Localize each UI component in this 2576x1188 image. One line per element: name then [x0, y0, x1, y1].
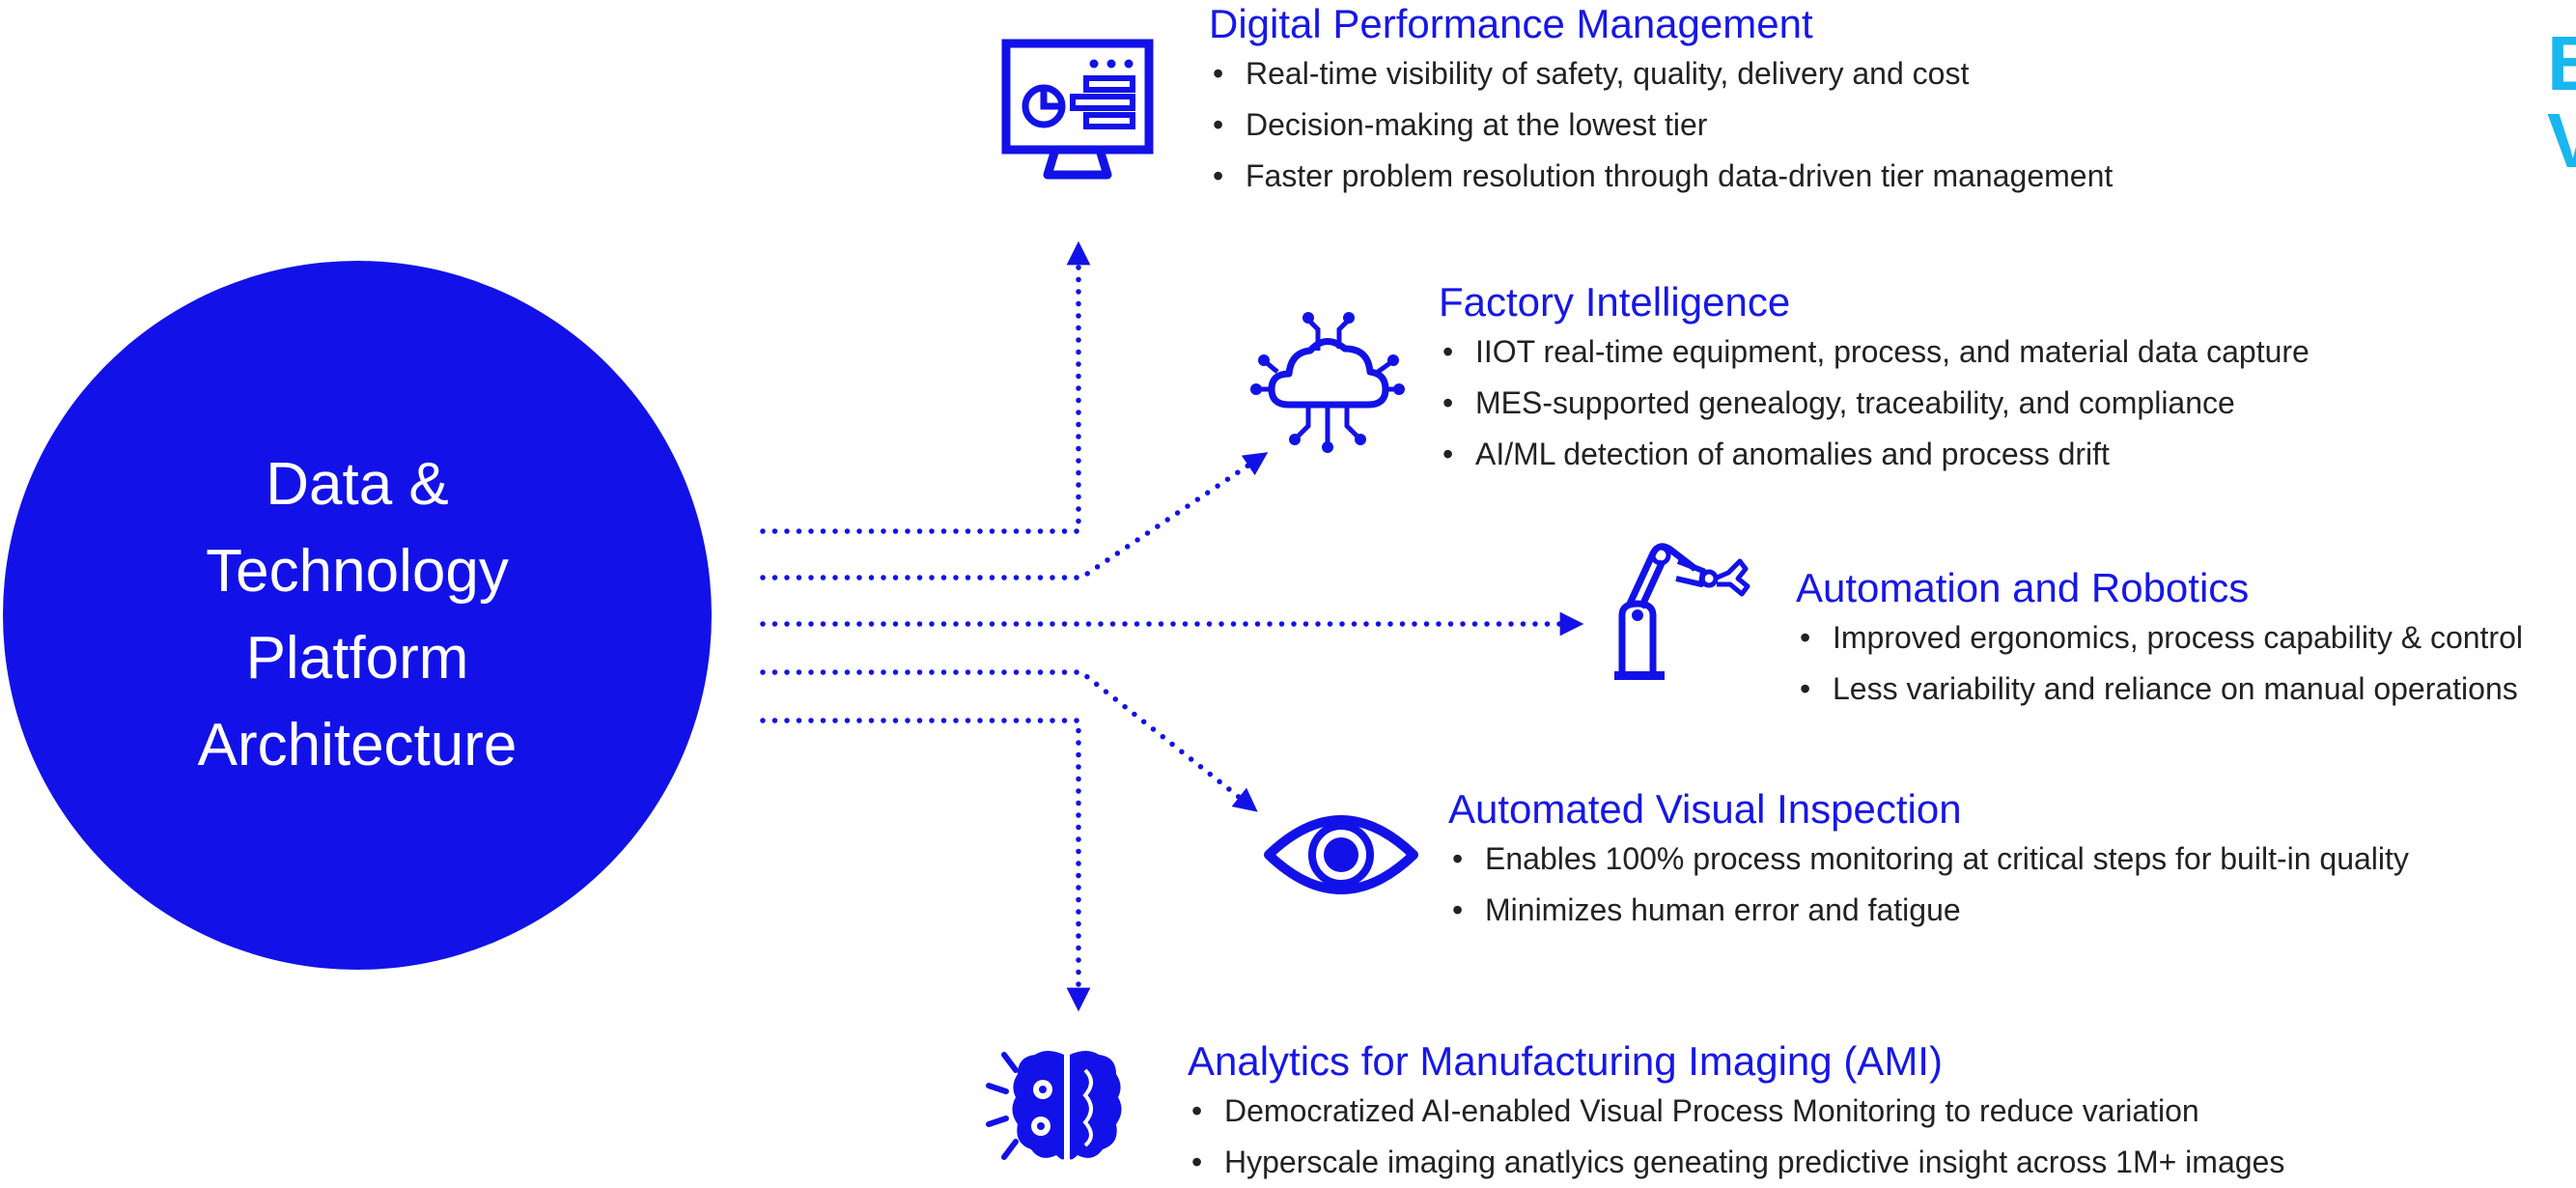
platform-hub-circle: Data & Technology Platform Architecture	[3, 261, 712, 970]
bullet-item: MES-supported genealogy, traceability, a…	[1439, 378, 2310, 429]
eye-icon	[1263, 806, 1419, 903]
hub-title-line-4: Architecture	[197, 712, 518, 778]
hub-title-line-3: Platform	[245, 625, 469, 692]
bullet-item: Faster problem resolution through data-d…	[1209, 151, 2113, 202]
bullet-list: IIOT real-time equipment, process, and m…	[1439, 326, 2310, 480]
bullet-item: Less variability and reliance on manual …	[1796, 664, 2523, 715]
bullet-item: IIOT real-time equipment, process, and m…	[1439, 326, 2310, 378]
bullet-list: Real-time visibility of safety, quality,…	[1209, 48, 2113, 202]
brain-gears-icon	[985, 1043, 1130, 1169]
bullet-list: Democratized AI-enabled Visual Process M…	[1188, 1086, 2284, 1188]
bullet-item: Decision-making at the lowest tier	[1209, 99, 2113, 151]
bullet-item: Real-time visibility of safety, quality,…	[1209, 48, 2113, 99]
cloud-circuit-icon	[1250, 304, 1405, 459]
section-title: Analytics for Manufacturing Imaging (AMI…	[1188, 1038, 1943, 1084]
connector-to-visual-inspection	[760, 669, 1258, 812]
monitor-dashboard-icon	[999, 37, 1156, 182]
section-analytics-manufacturing-imaging: Analytics for Manufacturing Imaging (AMI…	[1188, 1037, 2284, 1188]
bullet-item: Hyperscale imaging anatlyics geneating p…	[1188, 1137, 2284, 1188]
bullet-list: Improved ergonomics, process capability …	[1796, 612, 2523, 715]
section-automation-and-robotics: Automation and Robotics Improved ergonom…	[1796, 564, 2523, 715]
hub-title-line-2: Technology	[206, 538, 509, 605]
hub-title-line-1: Data &	[266, 451, 449, 518]
section-title: Automated Visual Inspection	[1448, 786, 1962, 832]
cropped-heading-fragment: B V	[2547, 25, 2576, 180]
bullet-list: Enables 100% process monitoring at criti…	[1448, 834, 2409, 936]
section-title: Factory Intelligence	[1439, 279, 1791, 325]
section-title: Digital Performance Management	[1209, 1, 1813, 46]
connector-to-ami	[760, 718, 1091, 1012]
connector-to-digital-performance	[760, 240, 1091, 534]
bullet-item: Democratized AI-enabled Visual Process M…	[1188, 1086, 2284, 1137]
bullet-item: Enables 100% process monitoring at criti…	[1448, 834, 2409, 885]
section-automated-visual-inspection: Automated Visual Inspection Enables 100%…	[1448, 785, 2409, 936]
bullet-item: Improved ergonomics, process capability …	[1796, 612, 2523, 664]
fragment-letter: V	[2547, 98, 2576, 180]
connector-to-factory-intelligence	[760, 452, 1269, 580]
section-factory-intelligence: Factory Intelligence IIOT real-time equi…	[1439, 278, 2310, 480]
section-title: Automation and Robotics	[1796, 565, 2250, 610]
section-digital-performance-management: Digital Performance Management Real-time…	[1209, 0, 2113, 202]
robot-arm-icon	[1603, 536, 1781, 686]
fragment-letter: B	[2547, 25, 2576, 106]
bullet-item: AI/ML detection of anomalies and process…	[1439, 429, 2310, 480]
bullet-item: Minimizes human error and fatigue	[1448, 885, 2409, 936]
